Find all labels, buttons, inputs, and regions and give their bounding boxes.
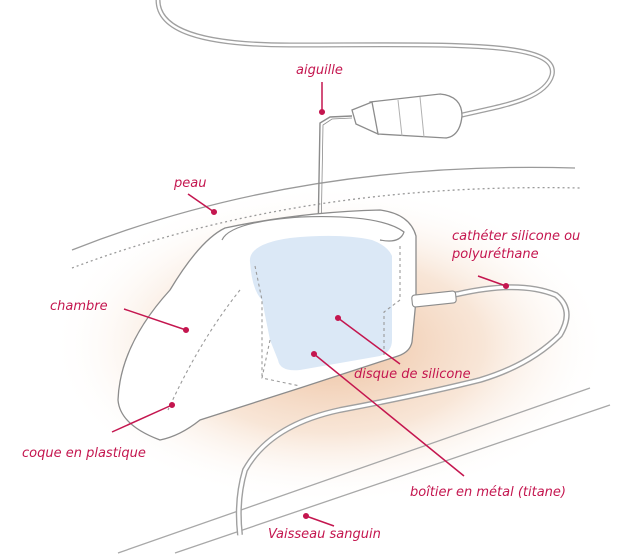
leader-coque	[111, 404, 173, 433]
syringe-tubing	[155, 0, 555, 119]
catheter-inner	[237, 285, 569, 536]
leader-peau-dot	[210, 208, 218, 216]
housing-dashed-edge	[254, 265, 263, 378]
label-chambre: chambre	[50, 299, 108, 314]
leader-chambre	[123, 308, 187, 331]
leader-disque-dot	[334, 314, 342, 322]
leader-catheter-dot	[502, 282, 510, 290]
housing-dashed-edge-2	[383, 246, 401, 356]
label-catheter-line1: cathéter silicone ou	[452, 229, 581, 244]
leader-aiguille-dot	[318, 108, 326, 116]
syringe-tubing-inner	[156, 0, 554, 118]
housing-dashed-edge-4	[167, 289, 241, 411]
silicone-disc	[249, 235, 392, 371]
blood-vessel-lower	[174, 404, 611, 554]
label-coque: coque en plastique	[22, 446, 146, 461]
skin-dotted-line	[71, 187, 581, 269]
leader-peau	[187, 193, 215, 213]
label-disque: disque de silicone	[354, 367, 471, 382]
label-catheter-line2: polyuréthane	[452, 247, 539, 262]
leader-chambre-dot	[182, 326, 190, 334]
label-aiguille: aiguille	[296, 63, 343, 78]
catheter-connector	[411, 290, 457, 308]
label-vaisseau: Vaisseau sanguin	[268, 527, 381, 542]
label-peau: peau	[174, 176, 207, 191]
leader-lines	[111, 82, 510, 527]
label-boitier: boîtier en métal (titane)	[410, 485, 566, 500]
leader-disque	[337, 317, 401, 365]
leader-vaisseau-dot	[302, 512, 310, 520]
housing-dashed-edge-3	[261, 339, 301, 387]
leader-boitier-dot	[310, 350, 318, 358]
chamber-rim	[221, 216, 405, 242]
leader-boitier	[313, 353, 465, 477]
syringe	[351, 93, 463, 139]
blood-vessel-upper	[117, 387, 591, 554]
leader-coque-dot	[168, 401, 176, 409]
leader-vaisseau	[305, 515, 335, 527]
leader-catheter	[477, 275, 507, 287]
skin-line	[71, 166, 576, 251]
